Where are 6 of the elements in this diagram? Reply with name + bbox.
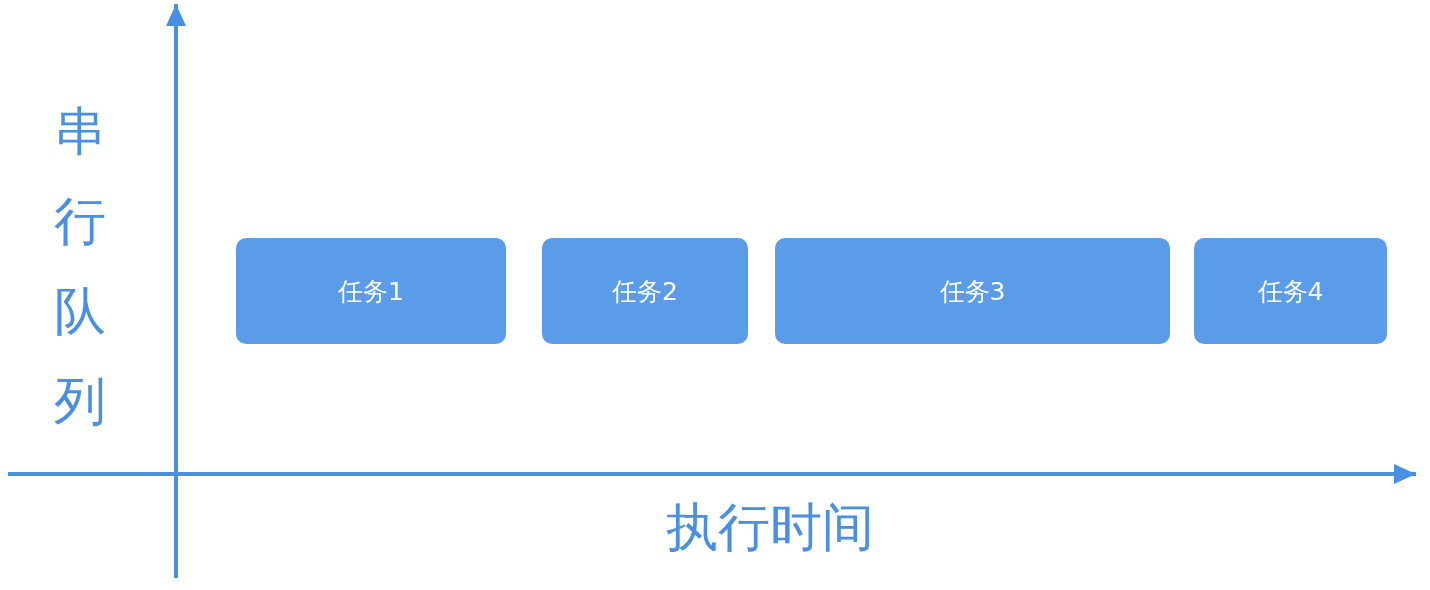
task-box: 任务2 — [542, 238, 748, 344]
axis-label: 串行队列 — [53, 100, 107, 433]
task-box: 任务1 — [236, 238, 506, 344]
task-box: 任务4 — [1194, 238, 1387, 344]
task-box: 任务3 — [775, 238, 1170, 344]
axis-label: 执行时间 — [665, 496, 875, 559]
